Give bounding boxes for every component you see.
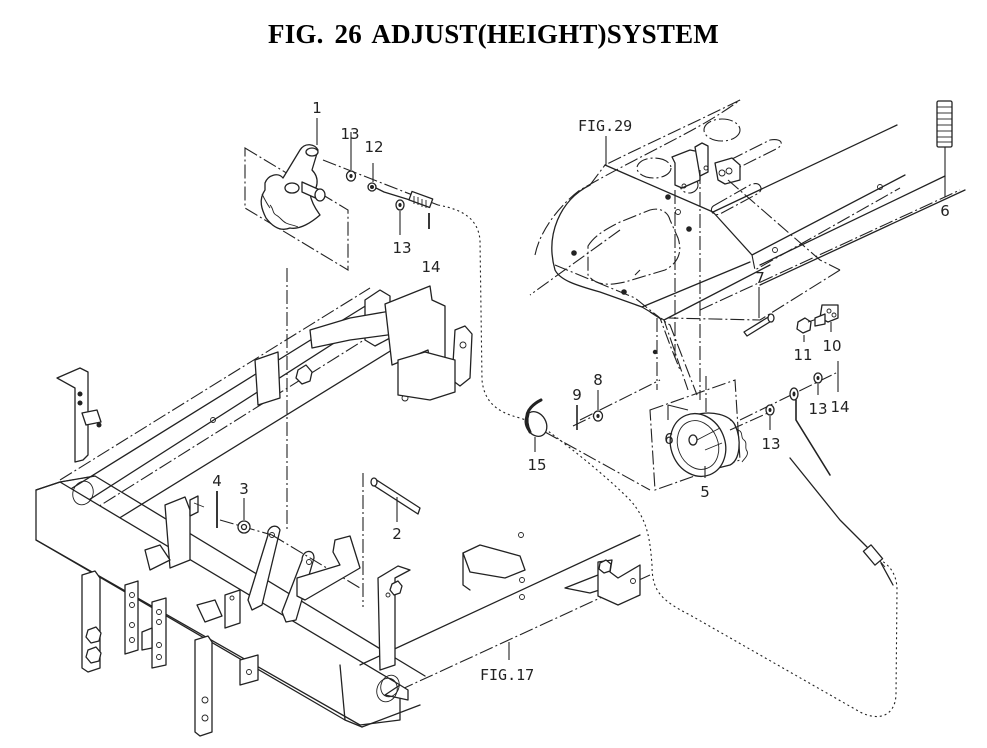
callout-5: 5 <box>700 483 710 501</box>
callout-13-lower-a: 13 <box>761 435 780 453</box>
parts-7-10-11 <box>743 287 839 342</box>
part-15-cable-clamp <box>524 398 651 491</box>
callout-13-lower-b: 13 <box>808 400 827 418</box>
control-cable <box>437 204 898 717</box>
callout-14-lower: 14 <box>830 398 849 416</box>
figure-ref-fig17: FIG.17 <box>480 666 534 684</box>
lower-cable-hardware <box>739 361 839 476</box>
part-6-spare-gear-segment <box>936 100 953 197</box>
part-5-gear-drum <box>649 379 771 491</box>
callout-6-gear: 6 <box>664 430 674 448</box>
figure-ref-fig29: FIG.29 <box>578 117 632 135</box>
callout-8: 8 <box>593 371 603 389</box>
callout-11: 11 <box>793 346 812 364</box>
upper-cable-hardware <box>322 132 439 235</box>
callout-14-upper: 14 <box>421 258 440 276</box>
callout-15: 15 <box>527 456 546 474</box>
callout-13-upper-a: 13 <box>340 125 359 143</box>
part-3-4-hardware <box>216 491 273 536</box>
fig29-platform <box>529 99 966 396</box>
callout-9: 9 <box>572 386 582 404</box>
callout-3: 3 <box>239 480 249 498</box>
callout-6-spare: 6 <box>940 202 950 220</box>
callout-2: 2 <box>392 525 402 543</box>
callout-13-upper-b: 13 <box>392 239 411 257</box>
hitch-frame <box>35 285 651 737</box>
figure-title: FIG. 26 ADJUST(HEIGHT)SYSTEM <box>268 19 719 49</box>
callout-12: 12 <box>364 138 383 156</box>
callout-1: 1 <box>312 99 322 117</box>
callout-4: 4 <box>212 472 222 490</box>
parts-8-9 <box>572 379 661 430</box>
callout-10: 10 <box>822 337 841 355</box>
callout-7: 7 <box>755 269 765 287</box>
part-2-pin <box>362 473 421 607</box>
part-1-adjust-lever <box>244 118 349 530</box>
